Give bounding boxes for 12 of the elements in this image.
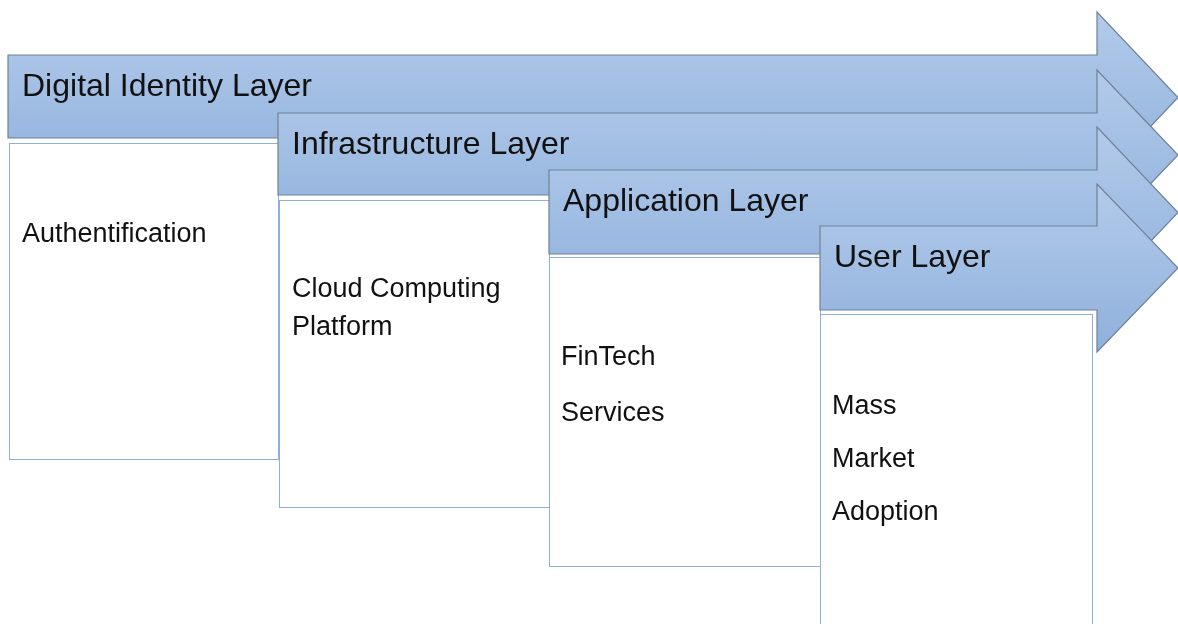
- content-box: [820, 314, 1093, 624]
- content-box: [279, 200, 550, 508]
- layer-heading: User Layer: [834, 238, 991, 275]
- layer-description: Cloud Computing Platform: [292, 272, 502, 343]
- layer-description: Mass Market Adoption: [832, 389, 940, 528]
- layer-description: FinTech Services: [561, 340, 666, 429]
- content-box: [549, 257, 821, 567]
- layer-description: Authentification: [22, 217, 208, 250]
- content-box: [9, 143, 279, 460]
- layer-heading: Application Layer: [563, 182, 809, 219]
- layer-heading: Infrastructure Layer: [292, 125, 570, 162]
- layer-heading: Digital Identity Layer: [22, 67, 312, 104]
